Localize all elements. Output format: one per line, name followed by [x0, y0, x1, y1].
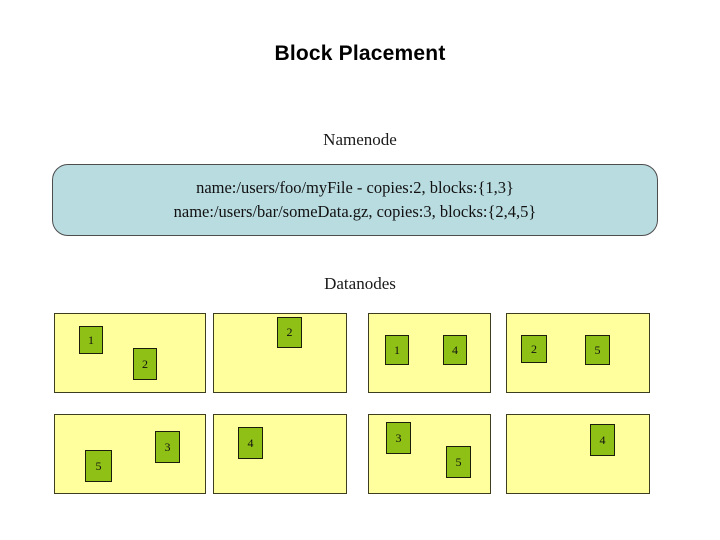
block-label: 4 — [452, 342, 458, 357]
block-square: 2 — [133, 348, 157, 380]
block-label: 2 — [286, 325, 293, 339]
block-square: 3 — [386, 422, 411, 454]
block-square: 5 — [85, 450, 112, 482]
block-square: 4 — [590, 424, 615, 456]
block-label: 2 — [531, 341, 537, 356]
block-label: 5 — [455, 454, 462, 469]
block-square: 1 — [385, 335, 409, 365]
block-label: 1 — [88, 332, 94, 347]
block-square: 3 — [155, 431, 180, 463]
datanode: 4 — [213, 414, 347, 494]
block-square: 5 — [585, 335, 610, 365]
block-label: 3 — [395, 430, 402, 445]
block-square: 2 — [521, 335, 547, 363]
namenode-caption: Namenode — [323, 130, 397, 149]
block-label: 4 — [247, 435, 254, 450]
block-label: 2 — [142, 356, 148, 371]
block-square: 5 — [446, 446, 471, 478]
block-label: 3 — [164, 439, 171, 454]
block-label: 4 — [599, 432, 606, 447]
datanode: 4 — [506, 414, 650, 494]
block-square: 4 — [443, 335, 467, 365]
block-label: 5 — [594, 342, 601, 357]
block-label: 1 — [394, 342, 400, 357]
namenode-box: name:/users/foo/myFile - copies:2, block… — [52, 164, 658, 236]
namenode-entry: name:/users/foo/myFile - copies:2, block… — [196, 177, 514, 197]
namenode-entry: name:/users/bar/someData.gz, copies:3, b… — [173, 202, 537, 221]
block-square: 4 — [238, 427, 263, 459]
datanodes-caption: Datanodes — [324, 274, 396, 293]
datanode: 2 — [213, 313, 347, 393]
block-label: 5 — [95, 458, 102, 473]
block-square: 2 — [277, 317, 302, 348]
page-title: Block Placement — [274, 42, 446, 65]
block-square: 1 — [79, 326, 103, 354]
